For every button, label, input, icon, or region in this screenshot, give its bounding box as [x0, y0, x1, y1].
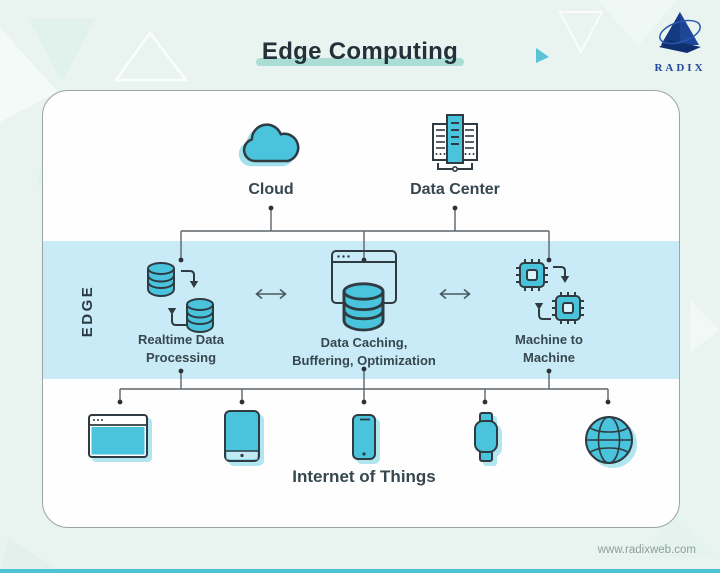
radix-logo-text: RADIX: [654, 62, 706, 74]
edge-node-3-label-line2: Machine: [522, 350, 575, 365]
page-title: Edge Computing: [0, 38, 720, 66]
iot-label: Internet of Things: [292, 467, 436, 486]
data-center-icon: [432, 114, 478, 172]
edge-node-3-label-line1: Machine to: [515, 332, 583, 347]
edge-node-1-label-line1: Realtime Data: [138, 332, 224, 347]
cache-server-icon: [331, 250, 397, 332]
radix-logo: RADIX: [645, 10, 715, 74]
database-sync-icon: [147, 262, 214, 333]
page-title-text: Edge Computing: [261, 38, 459, 65]
browser-window-icon: [88, 414, 148, 458]
edge-node-1-label: Realtime Data Processing: [101, 331, 261, 367]
edge-node-1-label-line2: Processing: [145, 350, 217, 365]
cloud-icon: [242, 123, 300, 163]
connector-lines: [117, 205, 611, 405]
edge-node-3-label: Machine to Machine: [479, 331, 619, 367]
chip-sync-icon: [515, 258, 585, 325]
edge-node-2-label-line2: Buffering, Optimization: [292, 353, 436, 368]
bottom-accent-bar: [0, 569, 720, 573]
title-underline: [256, 58, 464, 66]
radix-logo-icon: [659, 12, 701, 53]
website-url: www.radixweb.com: [597, 544, 696, 556]
globe-icon: [585, 416, 633, 464]
cloud-label: Cloud: [248, 181, 294, 198]
smartwatch-icon: [474, 412, 498, 462]
diagram-card: EDGE Cloud: [42, 90, 680, 528]
edge-node-2-label-line1: Data Caching,: [320, 335, 408, 350]
smartphone-icon: [352, 414, 376, 460]
left-right-arrow-icon: [255, 288, 287, 300]
data-center-label: Data Center: [410, 181, 500, 198]
tablet-icon: [224, 410, 260, 462]
edge-node-2-label: Data Caching, Buffering, Optimization: [274, 334, 454, 370]
left-right-arrow-icon: [439, 288, 471, 300]
